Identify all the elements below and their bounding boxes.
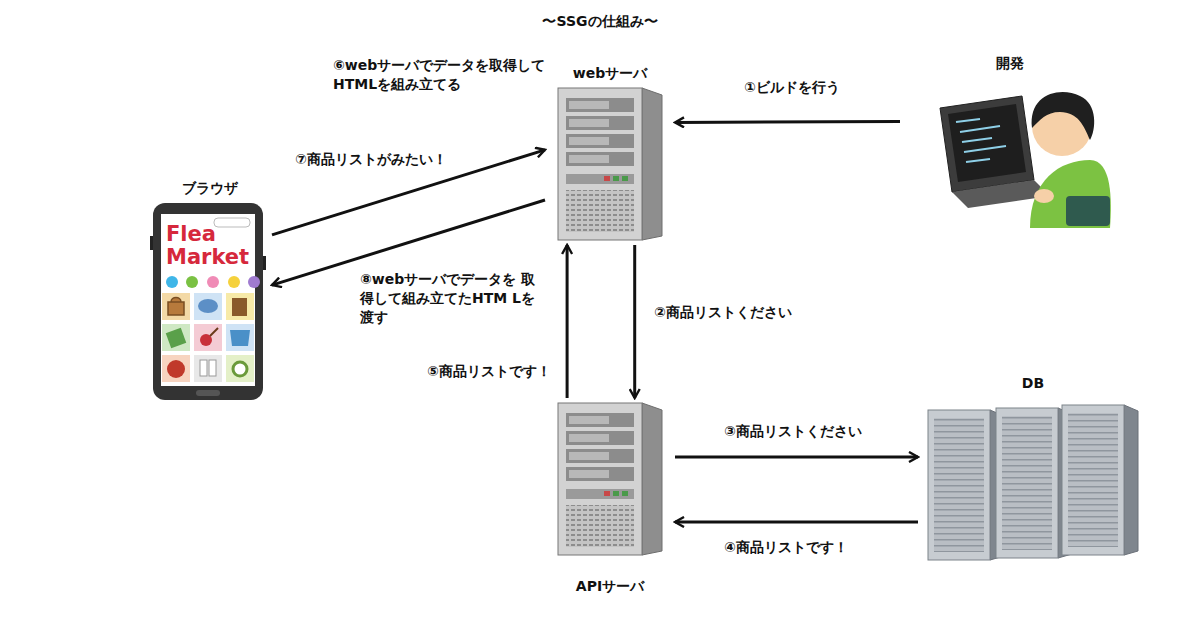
diagram-title: 〜SSGの仕組み〜 xyxy=(0,12,1200,31)
step-label: ⑧webサーバでデータを 取得して組み立てたHTM Lを渡す xyxy=(358,270,542,327)
flow-arrow xyxy=(675,455,918,458)
step-note: ⑥webサーバでデータを取得して HTMLを組み立てる xyxy=(333,56,569,94)
server-node: APIサーバ xyxy=(545,398,675,598)
server-node: webサーバ xyxy=(545,62,675,245)
step-label: ⑤商品リストです！ xyxy=(425,362,553,381)
step-label: ②商品リストください xyxy=(652,303,794,322)
server-node: ブラウザ xyxy=(148,177,272,405)
flow-arrow xyxy=(675,521,918,524)
node-label: ブラウザ xyxy=(148,179,272,198)
flow-arrow xyxy=(566,245,569,398)
step-label: ⑦商品リストがみたい！ xyxy=(293,150,449,169)
step-label: ③商品リストください xyxy=(722,422,864,441)
app-logo: Market xyxy=(166,247,249,268)
node-label: webサーバ xyxy=(545,64,675,83)
step-label: ①ビルドを行う xyxy=(742,78,842,97)
server-node: DB xyxy=(918,372,1148,560)
flow-arrow xyxy=(633,245,636,398)
flow-arrow xyxy=(272,150,545,235)
node-label: DB xyxy=(918,374,1148,393)
node-label: 開発 xyxy=(900,54,1120,73)
server-node: 開発 xyxy=(900,52,1120,235)
node-label: APIサーバ xyxy=(545,577,675,596)
step-label: ④商品リストです！ xyxy=(722,538,850,557)
flow-arrow xyxy=(675,120,900,124)
app-logo: Flea xyxy=(166,224,216,245)
